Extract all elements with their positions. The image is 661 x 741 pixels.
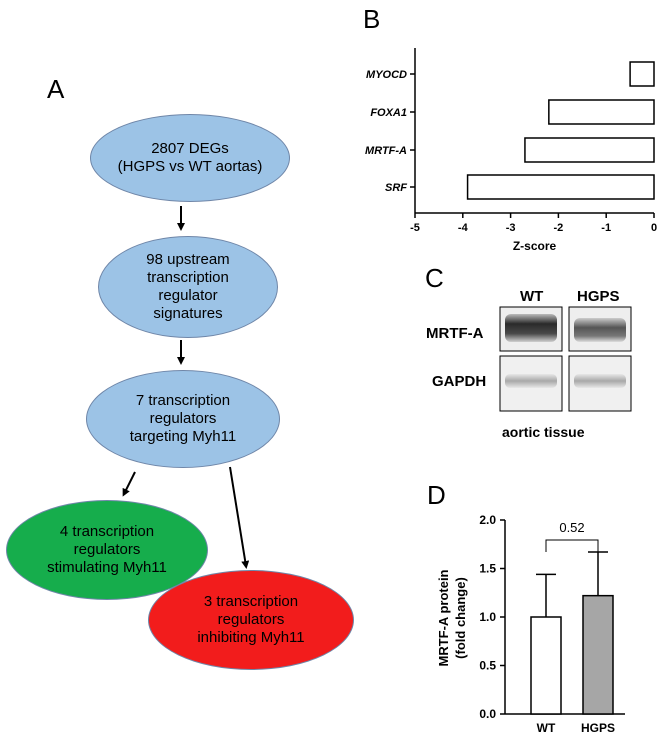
node-line: regulator (158, 287, 218, 304)
category-label: SRF (385, 182, 407, 194)
flow-node-stimulating-text: 4 transcription regulators stimulating M… (47, 523, 167, 577)
band (574, 374, 626, 388)
flow-node-inhibiting: 3 transcription regulators inhibiting My… (148, 570, 354, 670)
bar-mrtf-a (524, 137, 655, 163)
blot-box-mrtfa-hgps (568, 306, 632, 352)
p-value-annotation: 0.52 (559, 520, 584, 535)
blot-column-wt: WT (520, 288, 544, 305)
node-line: 4 transcription (59, 523, 155, 540)
y-tick-label: 2.0 (479, 513, 496, 527)
panel-label-d: D (427, 480, 446, 510)
blot-column-hgps: HGPS (577, 288, 620, 305)
band (505, 374, 557, 388)
node-line: 7 transcription (135, 392, 231, 409)
x-tick-label: -4 (458, 222, 469, 234)
flow-node-targeting-text: 7 transcription regulators targeting Myh… (130, 392, 236, 446)
node-line: targeting Myh11 (129, 428, 237, 445)
bar-myocd (629, 61, 655, 87)
band (574, 318, 626, 342)
flow-node-upstream: 98 upstream transcription regulator sign… (98, 236, 278, 338)
node-line: 98 upstream (146, 251, 230, 268)
panel-label-a: A (47, 74, 65, 104)
significance-bracket (545, 539, 599, 552)
band (505, 314, 557, 342)
blot-box-gapdh-hgps (568, 355, 632, 412)
x-axis-label: Z-score (513, 239, 557, 253)
bar-hgps (582, 594, 614, 715)
node-line: (HGPS vs WT aortas) (117, 158, 263, 175)
arrow-3 (122, 471, 136, 497)
blot-box-mrtfa-wt (499, 306, 563, 352)
node-line: regulators (217, 611, 285, 628)
y-tick-label: 1.5 (479, 562, 496, 576)
blot-row-mrtfa: MRTF-A (426, 325, 484, 342)
panel-label-c: C (425, 263, 444, 293)
x-tick-label: WT (537, 721, 556, 735)
y-tick-label: 0.0 (479, 707, 496, 721)
flow-node-upstream-text: 98 upstream transcription regulator sign… (146, 251, 229, 323)
x-tick-label: 0 (651, 222, 657, 234)
x-tick-label: HGPS (581, 721, 615, 735)
panel-label-b: B (363, 4, 381, 34)
blot-box-gapdh-wt (499, 355, 563, 412)
node-line: regulators (73, 541, 141, 558)
bar-foxa1 (548, 99, 655, 125)
node-line: inhibiting Myh11 (197, 629, 305, 646)
node-line: signatures (153, 305, 223, 322)
y-axis-label-line: (fold change) (453, 577, 468, 659)
node-line: 3 transcription (203, 593, 299, 610)
flow-node-degs-text: 2807 DEGs (HGPS vs WT aortas) (118, 140, 263, 176)
blot-row-gapdh: GAPDH (432, 373, 487, 390)
node-line: 2807 DEGs (151, 140, 229, 157)
node-line: stimulating Myh11 (47, 559, 167, 576)
category-label: FOXA1 (370, 107, 407, 119)
category-label: MRTF-A (365, 145, 407, 157)
x-tick-label: -5 (410, 222, 420, 234)
flow-node-degs: 2807 DEGs (HGPS vs WT aortas) (90, 114, 290, 202)
arrow-4 (229, 466, 250, 569)
flow-node-inhibiting-text: 3 transcription regulators inhibiting My… (197, 593, 304, 647)
bar-wt (530, 616, 562, 715)
bar-srf (466, 174, 655, 200)
x-tick-label: -2 (554, 222, 564, 234)
node-line: transcription (147, 269, 229, 286)
node-line: regulators (149, 410, 217, 427)
x-tick-label: -1 (601, 222, 611, 234)
blot-caption: aortic tissue (502, 424, 585, 440)
flow-node-stimulating: 4 transcription regulators stimulating M… (6, 500, 208, 600)
y-tick-label: 1.0 (479, 610, 496, 624)
x-tick-label: -3 (506, 222, 516, 234)
flow-node-targeting: 7 transcription regulators targeting Myh… (86, 370, 280, 468)
y-tick-label: 0.5 (479, 659, 496, 673)
category-label: MYOCD (366, 69, 407, 81)
y-axis-label-line: MRTF-A protein (436, 569, 451, 666)
